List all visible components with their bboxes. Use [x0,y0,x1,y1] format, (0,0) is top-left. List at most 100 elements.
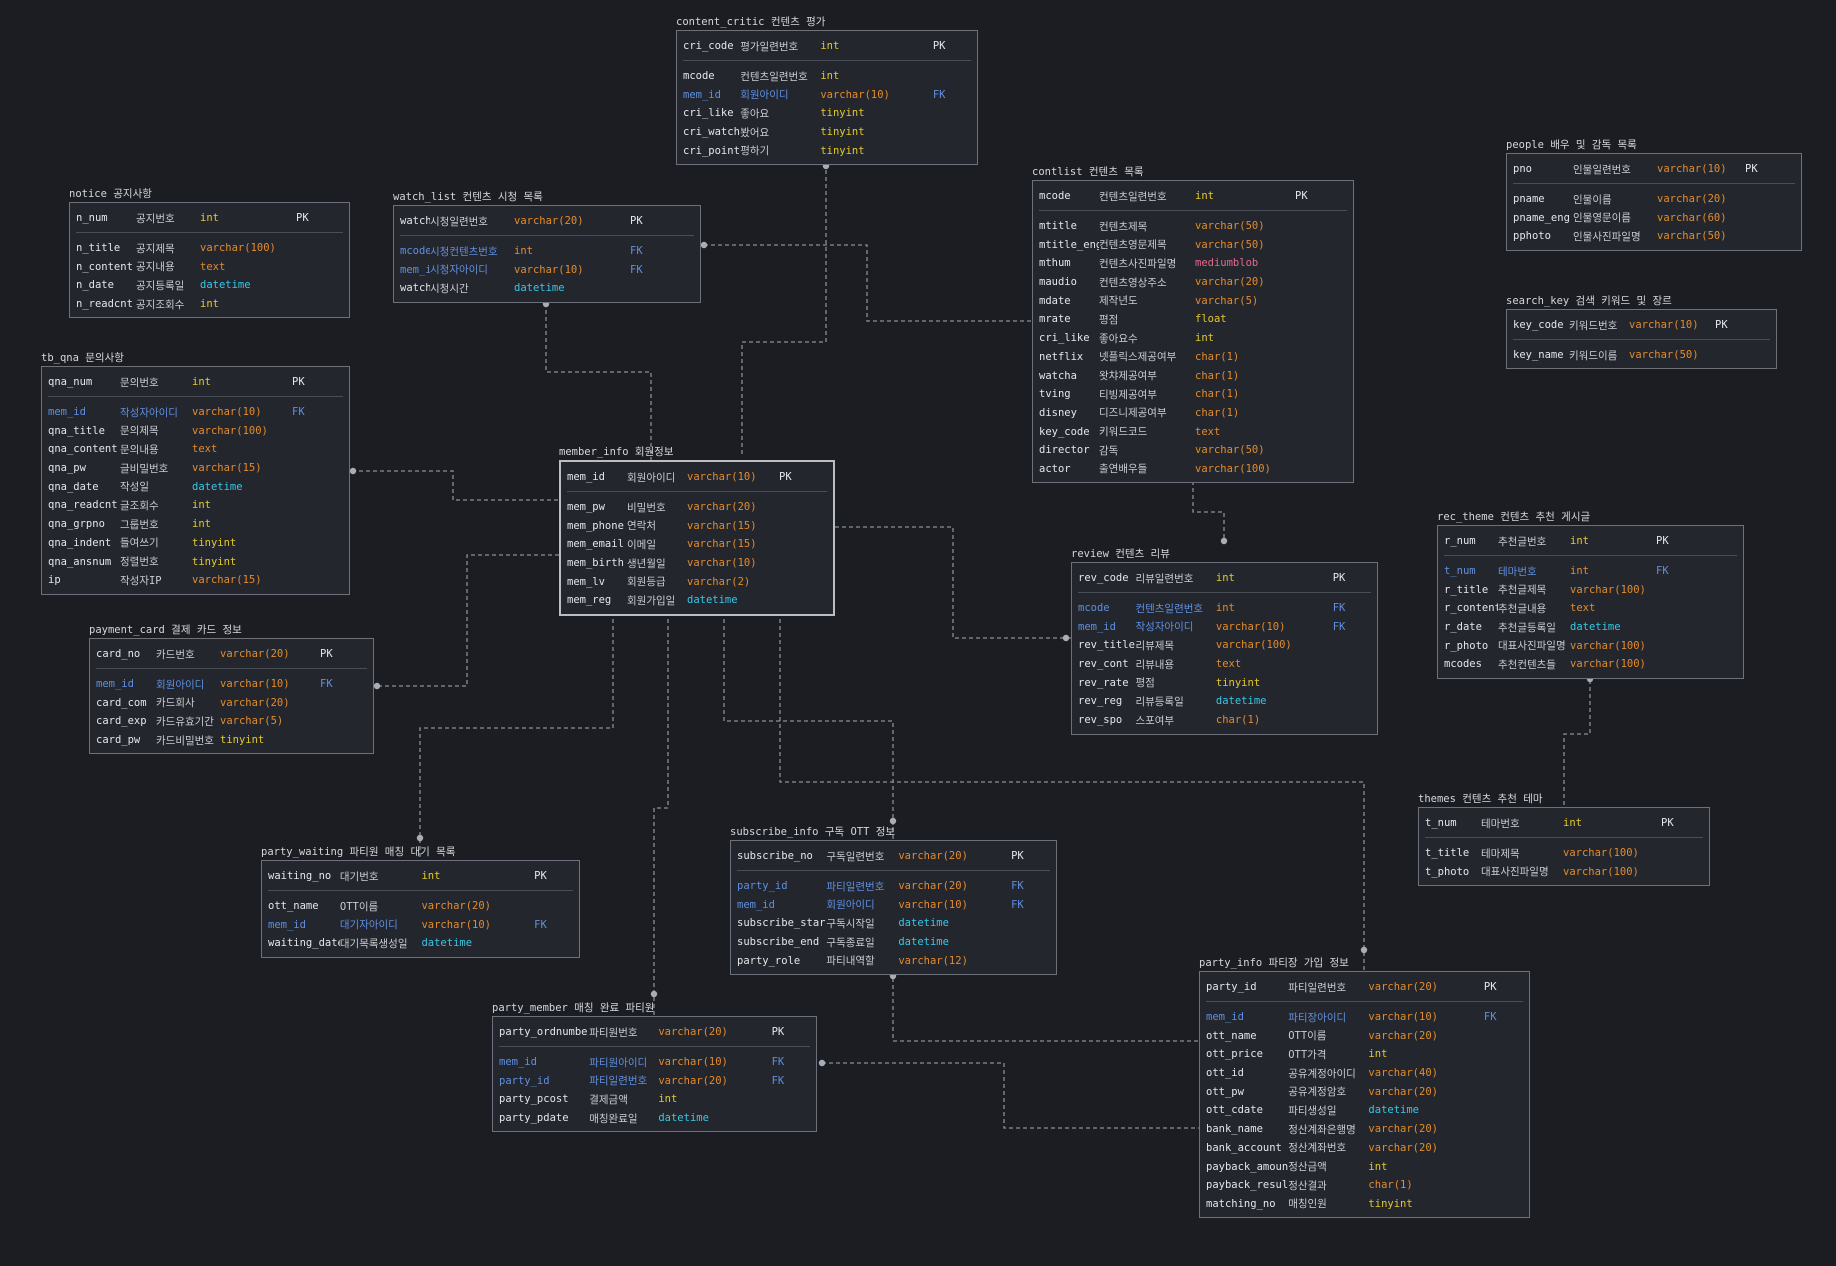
table-title-member_info: member_info 회원정보 [559,446,674,458]
column-type: varchar(10) [687,557,757,570]
relation-line-4 [376,554,559,687]
column-name: watch_reg [400,215,430,228]
column-type: int [1570,565,1589,578]
column-desc: 컨텐츠사진파일명 [1099,257,1177,270]
column-type: char(1) [1195,350,1240,363]
column-type: char(1) [1215,714,1261,727]
column-desc: 파티내역할 [826,955,875,968]
relation-line-0 [741,163,827,455]
column-name: pname [1513,193,1545,206]
column-name: n_title [76,242,121,255]
table-title-review: review 컨텐츠 리뷰 [1071,548,1170,560]
column-type: text [200,260,226,273]
column-name: maudio [1039,276,1077,289]
column-name: rev_rate [1078,676,1129,689]
column-type: tinyint [220,734,265,747]
pk-separator [683,59,971,61]
column-name: ott_name [268,900,319,913]
column-name: tving [1039,388,1071,401]
column-name: party_pdate [499,1112,569,1125]
column-desc: 파티일련번호 [826,880,885,893]
pk-separator [1513,182,1795,184]
column-name: ip [48,574,61,587]
column-key: PK [1011,850,1024,863]
column-name: mem_id [48,406,86,419]
column-name: party_id [737,880,788,893]
column-name: mcode [683,70,715,83]
column-key: FK [1332,620,1346,633]
pk-separator [400,234,694,236]
column-type: varchar(20) [1368,1029,1438,1042]
column-desc: 정산금액 [1288,1161,1327,1174]
table-title-people: people 배우 및 감독 목록 [1506,139,1637,151]
column-name: mcode [400,245,430,258]
column-desc: 파티원아이디 [589,1056,648,1069]
column-key: PK [1332,572,1346,585]
column-desc: 작성일 [120,481,149,494]
column-name: party_pcost [499,1093,569,1106]
column-type: char(1) [1195,406,1240,419]
column-name: party_id [499,1074,550,1087]
column-type: datetime [898,936,949,949]
column-type: varchar(20) [658,1074,728,1087]
pk-separator [1039,209,1347,211]
column-type: mediumblob [1195,257,1259,270]
column-type: datetime [192,480,243,493]
table-watch_list[interactable]: watch_reg시청일련번호varchar(20)PKmcode시청컨텐츠번호… [393,205,701,303]
column-desc: OTT이름 [339,900,379,913]
column-name: r_content [1444,602,1498,615]
column-desc: 시청자아이디 [430,264,488,277]
column-type: varchar(100) [1215,639,1292,652]
column-desc: 감독 [1099,444,1119,457]
column-name: n_date [76,279,114,292]
column-name: party_id [1206,981,1257,994]
relation-endpoint [373,682,381,690]
relation-endpoint [818,1059,826,1067]
column-desc: 대기번호 [339,870,379,883]
column-key: FK [1332,602,1346,615]
relation-line-11 [779,612,1365,971]
column-key: PK [1295,190,1308,203]
column-type: text [1570,602,1596,615]
column-name: mem_pw [567,501,605,514]
column-name: mem_id [1206,1011,1244,1024]
column-desc: 왓챠제공여부 [1099,370,1157,383]
column-name: key_code [1513,319,1564,332]
column-type: varchar(100) [1570,658,1646,671]
column-key: FK [1483,1011,1497,1024]
column-type: varchar(20) [220,696,290,709]
column-name: waiting_no [268,870,332,883]
column-name: r_num [1444,535,1476,548]
column-type: tinyint [1215,676,1261,689]
column-name: netflix [1039,350,1084,363]
column-type: int [820,70,840,83]
